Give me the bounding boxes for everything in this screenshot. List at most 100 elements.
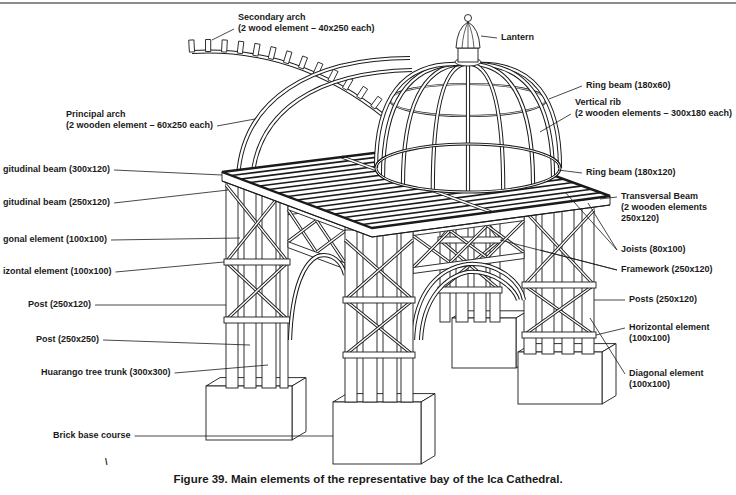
part-label: Secondary arch (2 wood element – 40x250 … (237, 12, 376, 34)
part-label: Vertical rib (2 wooden elements – 300x18… (574, 97, 733, 119)
leader-line (114, 170, 222, 175)
diagonal-element (345, 240, 413, 300)
label-line: Transversal Beam (621, 191, 707, 202)
part-label: gitudinal beam (300x120) (2, 164, 111, 175)
pointed-arch (413, 264, 524, 340)
framework-diagonal-core (317, 231, 346, 252)
leader-line (588, 203, 617, 250)
lantern-rib (468, 22, 469, 48)
leader-line (600, 197, 617, 199)
part-label: Diagonal element (100x100) (628, 368, 705, 390)
horizontal-element (522, 282, 596, 288)
pier (522, 200, 596, 354)
leader-line (111, 238, 240, 240)
leader-line (481, 36, 497, 38)
label-line: (100x100) (629, 333, 710, 344)
framework-diagonal-core (288, 220, 317, 241)
label-line: (2 wooden elements (621, 202, 707, 213)
diagonal-element-core (345, 240, 413, 300)
base-front (518, 352, 602, 404)
post (345, 230, 357, 402)
arch-plank (371, 96, 382, 109)
framework-diagonal-core (450, 226, 487, 263)
part-label: Posts (250x120) (628, 294, 698, 305)
horizontal-element (224, 317, 290, 323)
base-front (333, 402, 421, 464)
frame-edge-lower (222, 181, 610, 237)
arch-plank (253, 43, 260, 56)
brick-base (333, 394, 435, 464)
arch-plank (298, 56, 307, 69)
diagonal-element (345, 300, 413, 355)
arch-plank (206, 40, 211, 52)
framework-diagonal-core (487, 221, 524, 258)
diagonal-element-core (524, 210, 594, 285)
part-label: gitudinal beam (250x120) (2, 197, 111, 208)
lantern-rib (468, 22, 474, 48)
dome-ground (376, 62, 560, 192)
part-label: gonal element (100x100) (2, 234, 108, 245)
leader-line (103, 340, 250, 345)
part-label: \ (104, 457, 109, 468)
horizontal-element (343, 352, 415, 358)
diagonal-element-core (345, 240, 413, 300)
leader-line (500, 240, 617, 270)
leader-line (590, 318, 625, 374)
leader-line (114, 190, 228, 203)
vertical-rib-core (376, 64, 458, 168)
diagonal-element-core (226, 262, 288, 320)
leader-line (135, 436, 333, 437)
part-label: Post (250x250) (35, 334, 100, 345)
diagonal-element-core (524, 285, 594, 335)
arch-plank (221, 40, 227, 52)
pointed-arch (290, 255, 345, 340)
framework-diagonal (317, 231, 346, 252)
top-rule (0, 3, 736, 4)
part-label: Lantern (500, 32, 535, 43)
part-label: Brick base course (52, 430, 132, 441)
pointed-arch-core (290, 255, 345, 340)
pointed-arch-core (413, 264, 524, 340)
label-line: Vertical rib (575, 97, 732, 108)
base-side (421, 394, 435, 464)
diagonal-element-core (524, 210, 594, 285)
label-line: Horizontal element (629, 322, 710, 333)
lantern-drum (458, 48, 478, 62)
post (401, 230, 413, 402)
post (226, 175, 238, 388)
label-line: (100x100) (629, 379, 704, 390)
base-front (206, 386, 292, 440)
vertical-rib (376, 64, 458, 168)
label-line: 250x120) (621, 213, 707, 224)
post (280, 175, 288, 388)
vertical-rib-core (433, 64, 464, 190)
diagonal-element (345, 240, 413, 300)
part-label: Huarango tree trunk (300x300) (40, 367, 172, 378)
horizontal-element (343, 297, 415, 303)
horizontal-element (438, 287, 502, 293)
vertical-rib (433, 64, 464, 190)
part-label: Framework (250x120) (620, 264, 714, 275)
part-label: Principal arch (2 wooden element – 60x25… (65, 109, 214, 131)
arch-plank (283, 51, 291, 64)
label-line: (2 wooden elements – 300x180 each) (575, 108, 732, 119)
part-label: Ring beam (180x120) (585, 167, 677, 178)
label-line: (2 wooden element – 60x250 each) (66, 120, 213, 131)
arch-plank (357, 86, 368, 99)
vertical-rib (466, 64, 470, 192)
vertical-rib-core (467, 64, 469, 192)
diagonal-element-core (226, 262, 288, 320)
diagonal-element (345, 300, 413, 355)
structure-drawing (189, 15, 616, 465)
arch-plank (268, 47, 276, 60)
diagonal-element (524, 210, 594, 285)
diagonal-element-core (345, 300, 413, 355)
leader-lines (95, 29, 625, 436)
part-label: Post (250x120) (27, 299, 92, 310)
leader-line (594, 300, 625, 301)
post (542, 200, 554, 354)
horizontal-element (522, 332, 596, 338)
diagonal-element (524, 285, 594, 335)
post (562, 200, 574, 354)
